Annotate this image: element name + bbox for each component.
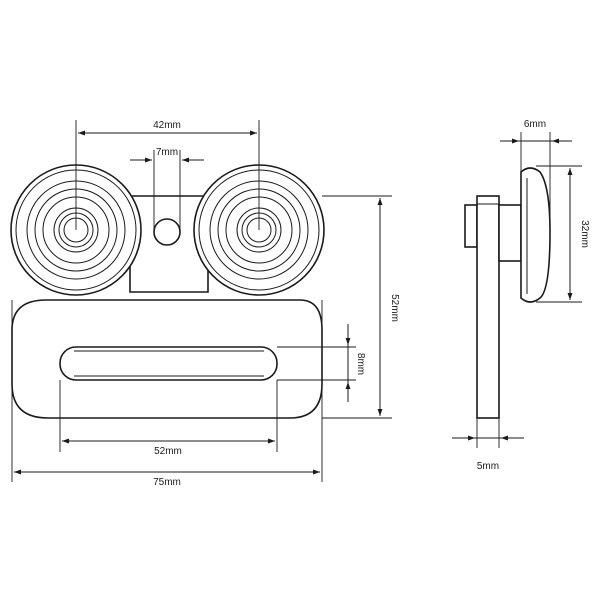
roller-side — [520, 167, 551, 303]
dim-roller-thickness: 6mm — [524, 119, 546, 130]
side-plate — [476, 195, 500, 419]
axle-stub — [464, 204, 478, 248]
dim-plate-thickness: 5mm — [477, 461, 499, 472]
side-dimensions: 6mm 32mm 5mm — [452, 119, 590, 472]
dim-hole-diameter: 7mm — [156, 147, 178, 158]
dim-slot-height: 8mm — [355, 353, 366, 375]
front-dimensions: 42mm 7mm 52mm 8mm 52mm 75mm — [11, 120, 400, 488]
dim-roller-diameter: 32mm — [579, 220, 590, 248]
slot — [59, 346, 278, 381]
side-view — [464, 167, 551, 419]
roller-hub — [498, 204, 522, 262]
dim-slot-length: 52mm — [154, 446, 182, 457]
dim-overall-width: 75mm — [153, 477, 181, 488]
mounting-hole — [153, 218, 181, 246]
dim-roller-spacing: 42mm — [153, 120, 181, 131]
dim-plate-height: 52mm — [389, 294, 400, 322]
